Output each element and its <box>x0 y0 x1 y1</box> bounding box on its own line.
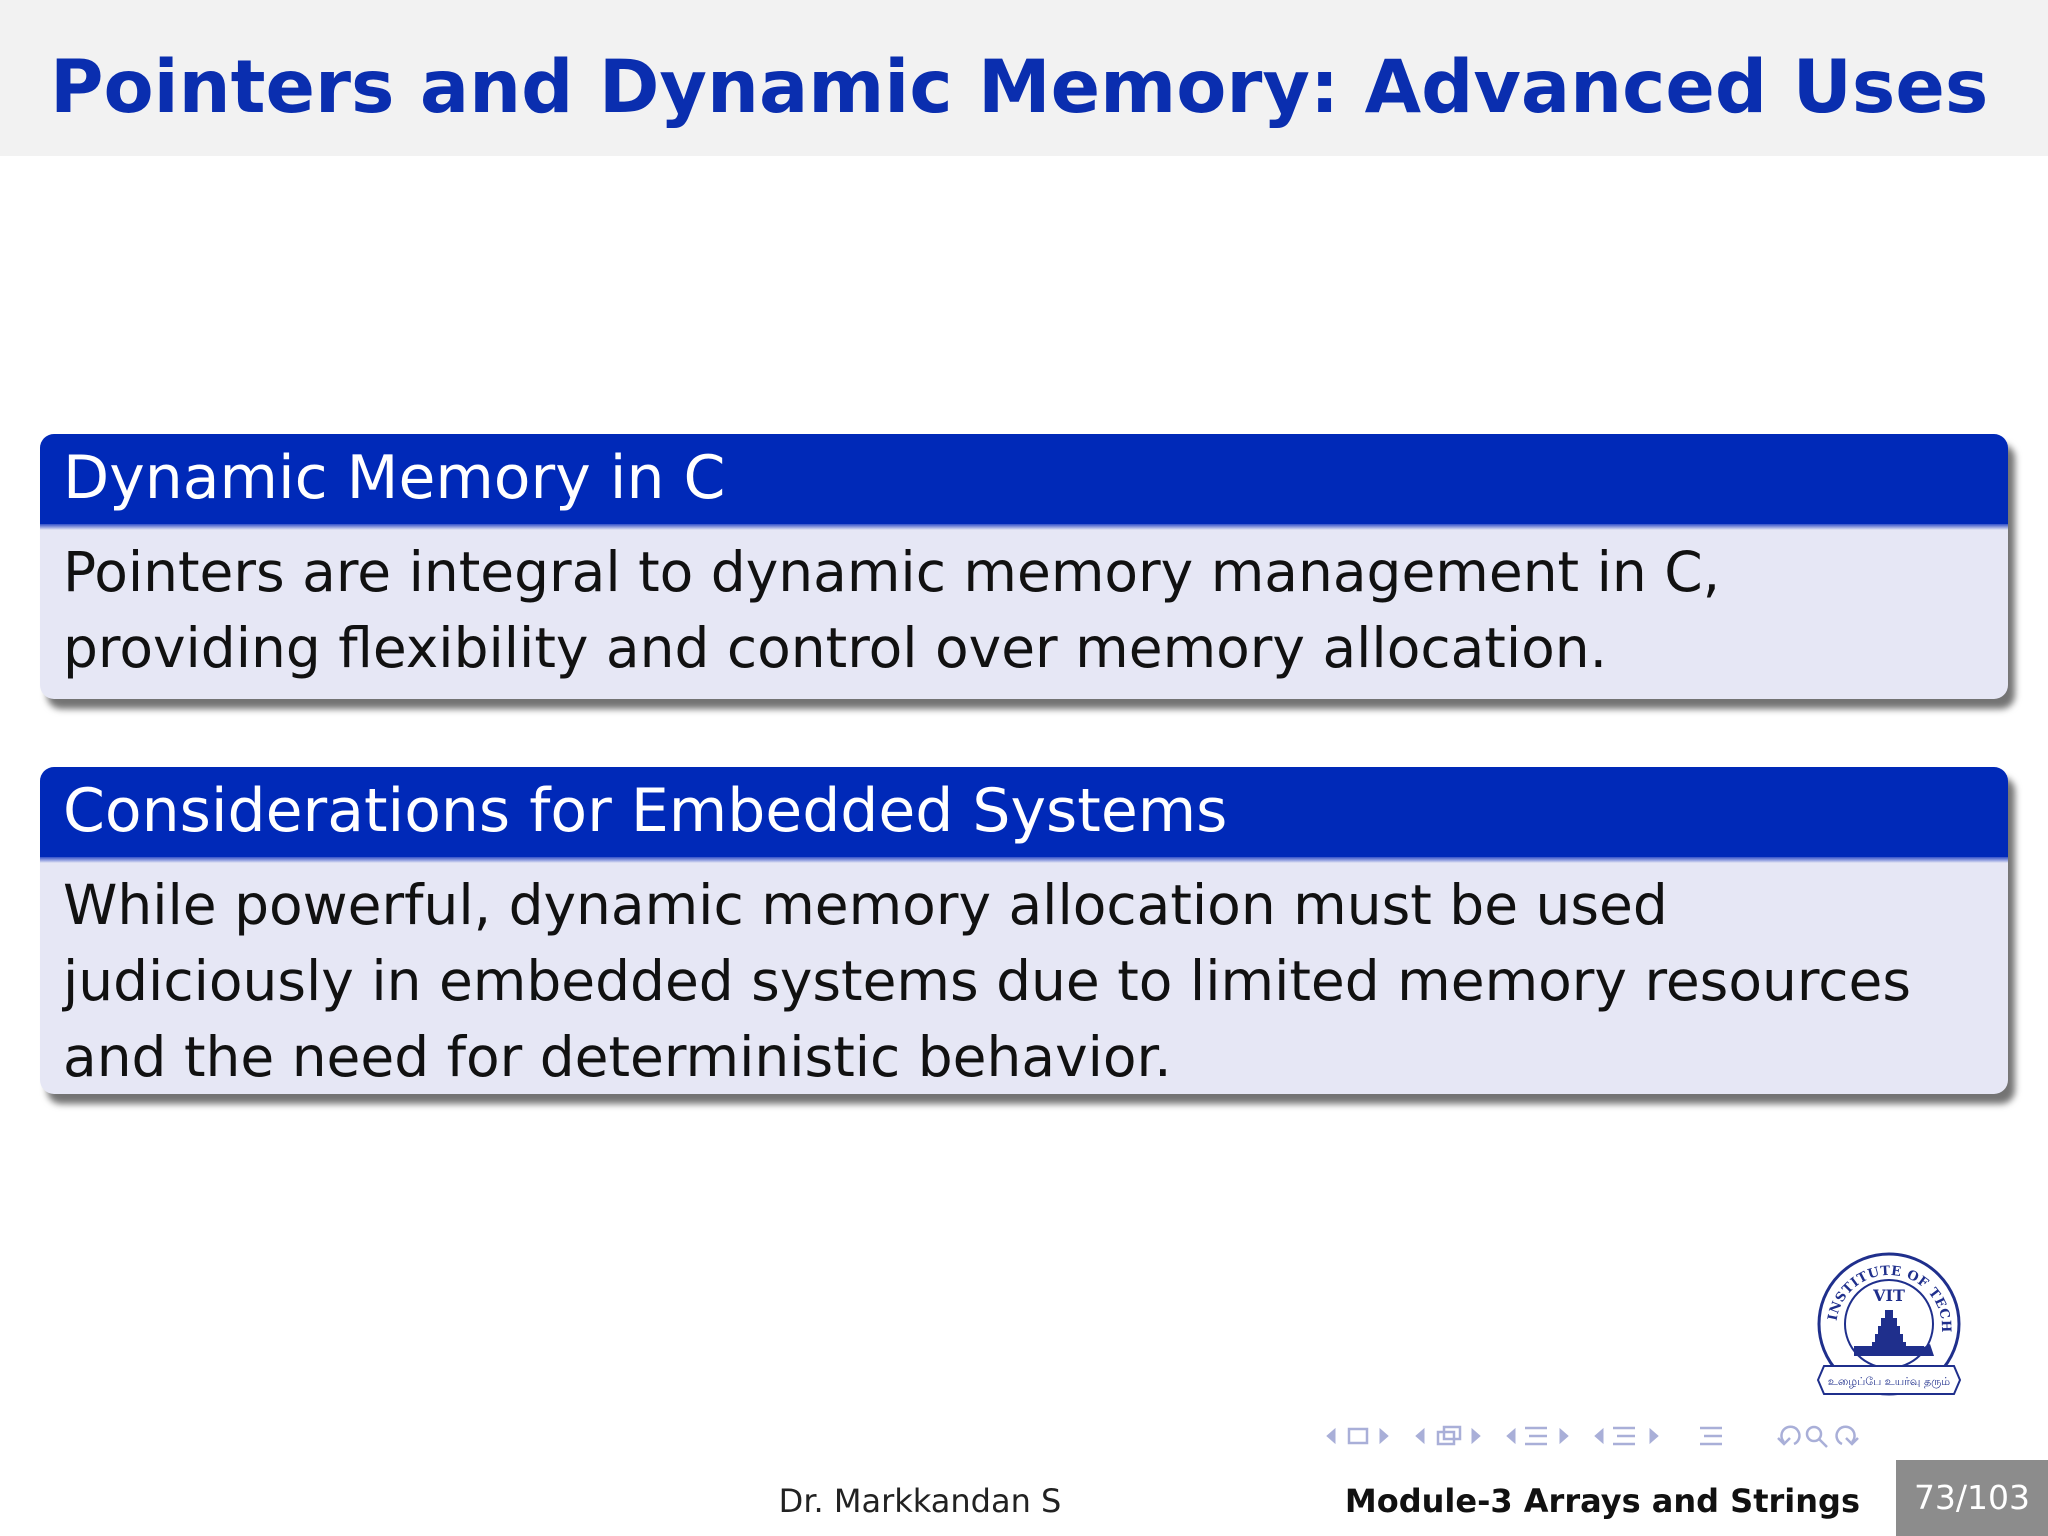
nav-next-document-icon[interactable] <box>1649 1427 1659 1445</box>
nav-next-section-icon[interactable] <box>1559 1427 1569 1445</box>
nav-section-icon[interactable] <box>1525 1426 1547 1446</box>
title-bar: Pointers and Dynamic Memory: Advanced Us… <box>0 0 2048 156</box>
temple-icon <box>1854 1310 1934 1356</box>
block-body: While powerful, dynamic memory allocatio… <box>63 873 1911 1089</box>
nav-subsection-icon[interactable] <box>1436 1425 1462 1446</box>
nav-appendix-icon[interactable] <box>1700 1426 1722 1446</box>
beamer-navigation[interactable] <box>1320 1418 2034 1454</box>
block-dynamic-memory: Dynamic Memory in C Pointers are integra… <box>40 434 2008 699</box>
nav-prev-section-icon[interactable] <box>1506 1427 1516 1445</box>
slide-title: Pointers and Dynamic Memory: Advanced Us… <box>50 45 1989 130</box>
footer-author: Dr. Markkandan S <box>778 1482 1062 1520</box>
nav-prev-subsection-icon[interactable] <box>1415 1427 1425 1445</box>
nav-back-icon[interactable] <box>1777 1425 1801 1446</box>
vit-logo: VELLORE INSTITUTE OF TECHNOLOGY VIT உழைப… <box>1814 1246 1962 1396</box>
block-heading: Dynamic Memory in C <box>40 434 2008 530</box>
nav-search-icon[interactable] <box>1805 1425 1828 1448</box>
block-body: Pointers are integral to dynamic memory … <box>63 540 1721 680</box>
nav-prev-document-icon[interactable] <box>1594 1427 1604 1445</box>
logo-center-text: VIT <box>1872 1286 1905 1305</box>
nav-next-frame-icon[interactable] <box>1379 1427 1389 1445</box>
nav-next-subsection-icon[interactable] <box>1471 1427 1481 1445</box>
nav-prev-frame-icon[interactable] <box>1326 1427 1336 1445</box>
footer-module: Module-3 Arrays and Strings <box>1344 1482 1860 1520</box>
page-number: 73/103 <box>1896 1460 2048 1536</box>
nav-frame-icon[interactable] <box>1347 1427 1369 1445</box>
nav-document-icon[interactable] <box>1613 1426 1635 1446</box>
logo-banner-text: உழைப்பே உயர்வு தரும் <box>1828 1375 1950 1388</box>
block-embedded-considerations: Considerations for Embedded Systems Whil… <box>40 767 2008 1094</box>
nav-forward-icon[interactable] <box>1835 1425 1859 1446</box>
block-heading: Considerations for Embedded Systems <box>40 767 2008 863</box>
